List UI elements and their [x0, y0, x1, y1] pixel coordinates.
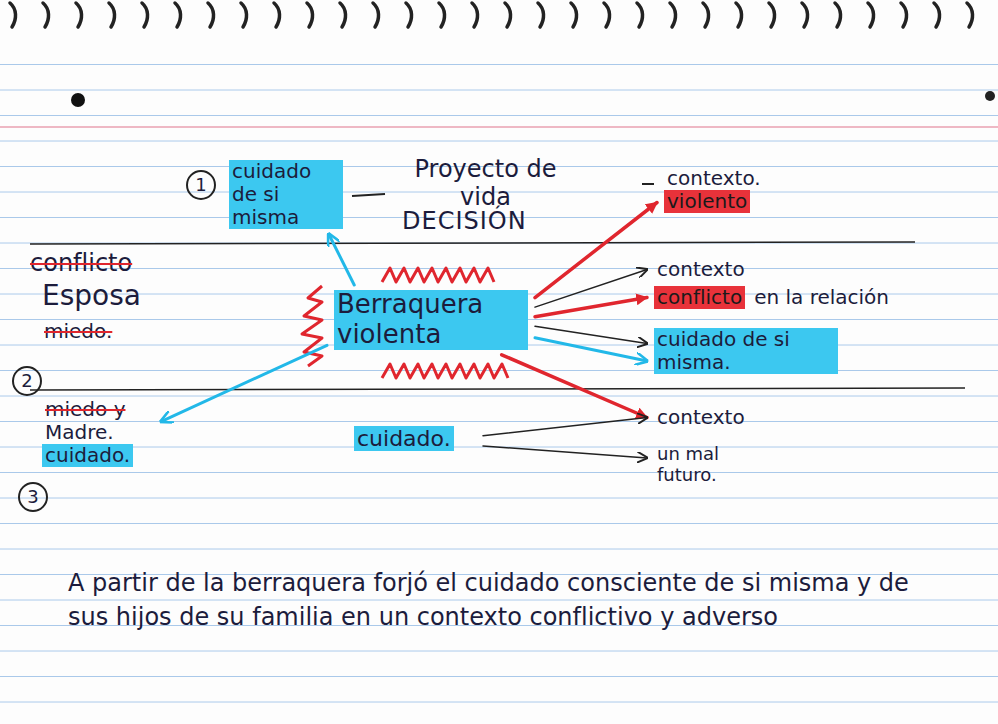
node-text: conflicto [654, 286, 745, 309]
callout-number: 2 [12, 366, 42, 396]
note-text: conflicto [30, 250, 132, 278]
highlight-note: contexto.violento [660, 165, 810, 215]
arrow-connector [535, 203, 657, 298]
node-text: un mal futuro. [654, 444, 748, 485]
spiral-binding [0, 0, 998, 30]
node-text: Berraquera violenta [334, 290, 528, 350]
separator-line [30, 388, 965, 390]
arrow-connector [502, 355, 647, 418]
node-text: cuidado de si misma [229, 160, 343, 229]
arrow-connector [483, 418, 647, 436]
binder-hole [985, 91, 995, 101]
note-text: A partir de la berraquera forjó el cuida… [68, 566, 938, 634]
highlight-note: cuidado de si misma [225, 158, 347, 231]
note-text: Proyecto de vida [398, 156, 573, 211]
highlight-note: Berraquera violenta [330, 288, 532, 352]
note-text: miedo. [44, 320, 112, 343]
highlight-note: miedo yMadre.cuidado. [38, 396, 158, 469]
highlight-note: contexto [650, 256, 790, 283]
callout-number: 1 [186, 170, 216, 200]
dash-mark [352, 194, 385, 196]
red-scribble [382, 364, 508, 378]
arrow-connector [535, 298, 647, 317]
node-text: violento [664, 190, 750, 213]
node-text: en la relación [751, 286, 892, 309]
arrow-connector [483, 446, 647, 458]
note-text: DECISIÓN [402, 208, 527, 236]
note-text: Esposa [42, 280, 141, 312]
highlight-note: contexto [650, 404, 770, 431]
node-text: contexto [654, 406, 748, 429]
node-text: cuidado. [354, 426, 454, 451]
highlight-note: conflicto en la relación [650, 284, 950, 311]
red-scribble [382, 268, 494, 282]
margin-line [0, 126, 998, 128]
node-text: contexto. [664, 167, 764, 190]
highlight-note: cuidado. [350, 424, 480, 453]
highlight-note: un mal futuro. [650, 442, 752, 487]
arrow-connector [329, 234, 355, 285]
arrow-connector [535, 338, 647, 361]
arrow-connector [161, 345, 327, 421]
node-text: miedo y [42, 398, 128, 421]
node-text: contexto [654, 258, 748, 281]
binder-hole [71, 93, 85, 107]
node-text: cuidado de si misma. [654, 328, 838, 374]
highlight-note: cuidado de si misma. [650, 326, 842, 376]
node-text: cuidado. [42, 444, 133, 467]
separator-line [30, 242, 915, 244]
callout-number: 3 [18, 482, 48, 512]
node-text: Madre. [42, 421, 117, 444]
dash-mark [642, 183, 654, 185]
ruled-lines [0, 40, 998, 724]
